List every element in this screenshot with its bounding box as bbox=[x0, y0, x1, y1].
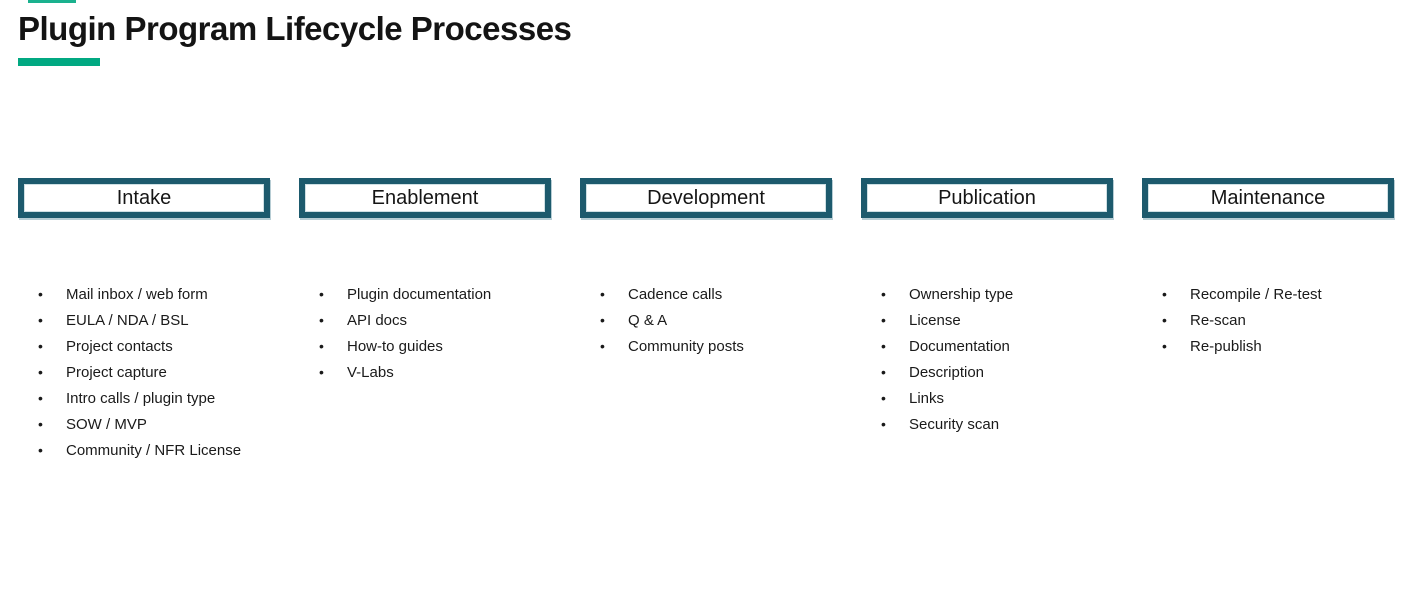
bullet-icon: • bbox=[38, 338, 43, 354]
list-item-text: Links bbox=[909, 390, 945, 407]
stage-column-maintenance: Maintenance•Recompile / Re-test•Re-scan•… bbox=[1142, 178, 1394, 464]
list-item-text: Documentation bbox=[909, 338, 1010, 355]
bullet-icon: • bbox=[600, 312, 605, 328]
list-item: • License bbox=[861, 308, 1113, 334]
page-title: Plugin Program Lifecycle Processes bbox=[18, 10, 572, 47]
list-item-text: API docs bbox=[347, 312, 408, 329]
list-item-text: Community posts bbox=[628, 338, 744, 355]
stage-column-development: Development • Cadence calls • Q & A • Communit… bbox=[580, 178, 832, 464]
stage-item-list: • Ownership type • License • Documentation • De… bbox=[861, 282, 1113, 438]
list-item: • Plugin documentation bbox=[299, 282, 551, 308]
list-item-text: Re-scan bbox=[1190, 312, 1246, 329]
stage-item-list: • Cadence calls • Q & A • Community posts bbox=[580, 282, 832, 360]
bullet-icon: • bbox=[38, 416, 43, 432]
list-item-text: Mail inbox / web form bbox=[66, 286, 208, 303]
list-item-text: Intro calls / plugin type bbox=[66, 390, 216, 407]
list-item: • Description bbox=[861, 360, 1113, 386]
slide-header: Plugin Program Lifecycle Processes bbox=[18, 8, 572, 66]
bullet-icon: • bbox=[319, 286, 324, 302]
stage-item-list: •Mail inbox / web form•EULA / NDA / BSL•… bbox=[18, 282, 270, 464]
bullet-icon: • bbox=[1162, 286, 1167, 302]
bullet-icon: • bbox=[881, 286, 886, 302]
bullet-icon: • bbox=[38, 442, 43, 458]
stage-header-box: Publication bbox=[861, 178, 1113, 218]
list-item: • Security scan bbox=[861, 412, 1113, 438]
list-item-text: License bbox=[909, 312, 961, 329]
bullet-icon: • bbox=[38, 364, 43, 380]
stage-header-label: Development bbox=[647, 186, 765, 209]
list-item-text: Project contacts bbox=[66, 338, 173, 355]
list-item: • Links bbox=[861, 386, 1113, 412]
bullet-icon: • bbox=[881, 416, 886, 432]
list-item-text: Security scan bbox=[909, 416, 1000, 433]
list-item-text: How-to guides bbox=[347, 338, 443, 355]
stage-header-box: Development bbox=[580, 178, 832, 218]
list-item-text: SOW / MVP bbox=[66, 416, 147, 433]
process-columns: Intake • Mail inbox / web form • EULA / NDA … bbox=[18, 178, 1394, 464]
title-underline bbox=[18, 58, 100, 66]
list-item: • Re-publish bbox=[1142, 334, 1394, 360]
bullet-icon: • bbox=[319, 364, 324, 380]
top-edge-green-mark bbox=[28, 0, 76, 3]
list-item: • Project contacts bbox=[18, 334, 270, 360]
list-item: • V-Labs bbox=[299, 360, 551, 386]
list-item: • Project capture bbox=[18, 360, 270, 386]
stage-header-box: Maintenance bbox=[1142, 178, 1394, 218]
list-item: • Cadence calls bbox=[580, 282, 832, 308]
stage-header-label: Enablement bbox=[371, 186, 479, 209]
bullet-icon: • bbox=[881, 312, 886, 328]
list-item-text: Description bbox=[909, 364, 985, 381]
list-item-text: EULA / NDA / BSL bbox=[66, 312, 189, 329]
list-item: • Community posts bbox=[580, 334, 832, 360]
stage-header-label: Intake bbox=[116, 186, 172, 209]
bullet-icon: • bbox=[881, 390, 886, 406]
list-item: • Q & A bbox=[580, 308, 832, 334]
list-item-text: Project capture bbox=[66, 364, 167, 381]
stage-header-label: Publication bbox=[938, 186, 1036, 209]
stage-column-enablement: Enablement • Plugin documentation • API docs… bbox=[299, 178, 551, 464]
list-item: • Recompile / Re-test bbox=[1142, 282, 1394, 308]
bullet-icon: • bbox=[319, 338, 324, 354]
list-item-text: Cadence calls bbox=[628, 286, 723, 303]
bullet-icon: • bbox=[1162, 312, 1167, 328]
list-item-text: Recompile / Re-test bbox=[1190, 286, 1322, 303]
list-item: • Intro calls / plugin type bbox=[18, 386, 270, 412]
bullet-icon: • bbox=[38, 286, 43, 302]
stage-item-list: • Plugin documentation • API docs • How-to gu… bbox=[299, 282, 551, 386]
bullet-icon: • bbox=[38, 312, 43, 328]
stage-column-publication: Publication • Ownership type • License • Docum… bbox=[861, 178, 1113, 464]
list-item-text: Community / NFR License bbox=[66, 442, 242, 459]
bullet-icon: • bbox=[38, 390, 43, 406]
list-item-text: Ownership type bbox=[909, 286, 1014, 303]
list-item-text: Re-publish bbox=[1190, 338, 1262, 355]
bullet-icon: • bbox=[600, 338, 605, 354]
stage-item-list: • Recompile / Re-test • Re-scan • Re-publish bbox=[1142, 282, 1394, 360]
stage-column-intake: Intake • Mail inbox / web form • EULA / NDA … bbox=[18, 178, 270, 464]
list-item-text: Q & A bbox=[628, 312, 668, 329]
bullet-icon: • bbox=[881, 364, 886, 380]
list-item-text: V-Labs bbox=[347, 364, 394, 381]
list-item: • Re-scan bbox=[1142, 308, 1394, 334]
stage-header-box: Enablement bbox=[299, 178, 551, 218]
stage-header-box: Intake bbox=[18, 178, 270, 218]
bullet-icon: • bbox=[319, 312, 324, 328]
stage-header-label: Maintenance bbox=[1210, 186, 1326, 209]
list-item: • SOW / MVP bbox=[18, 412, 270, 438]
bullet-icon: • bbox=[881, 338, 886, 354]
list-item: • Mail inbox / web form bbox=[18, 282, 270, 308]
list-item: • How-to guides bbox=[299, 334, 551, 360]
list-item-text: Plugin documentation bbox=[347, 286, 492, 303]
list-item: • Documentation bbox=[861, 334, 1113, 360]
bullet-icon: • bbox=[600, 286, 605, 302]
bullet-icon: • bbox=[1162, 338, 1167, 354]
list-item: • API docs bbox=[299, 308, 551, 334]
list-item: • Ownership type bbox=[861, 282, 1113, 308]
list-item: • EULA / NDA / BSL bbox=[18, 308, 270, 334]
list-item: • Community / NFR License bbox=[18, 438, 270, 464]
